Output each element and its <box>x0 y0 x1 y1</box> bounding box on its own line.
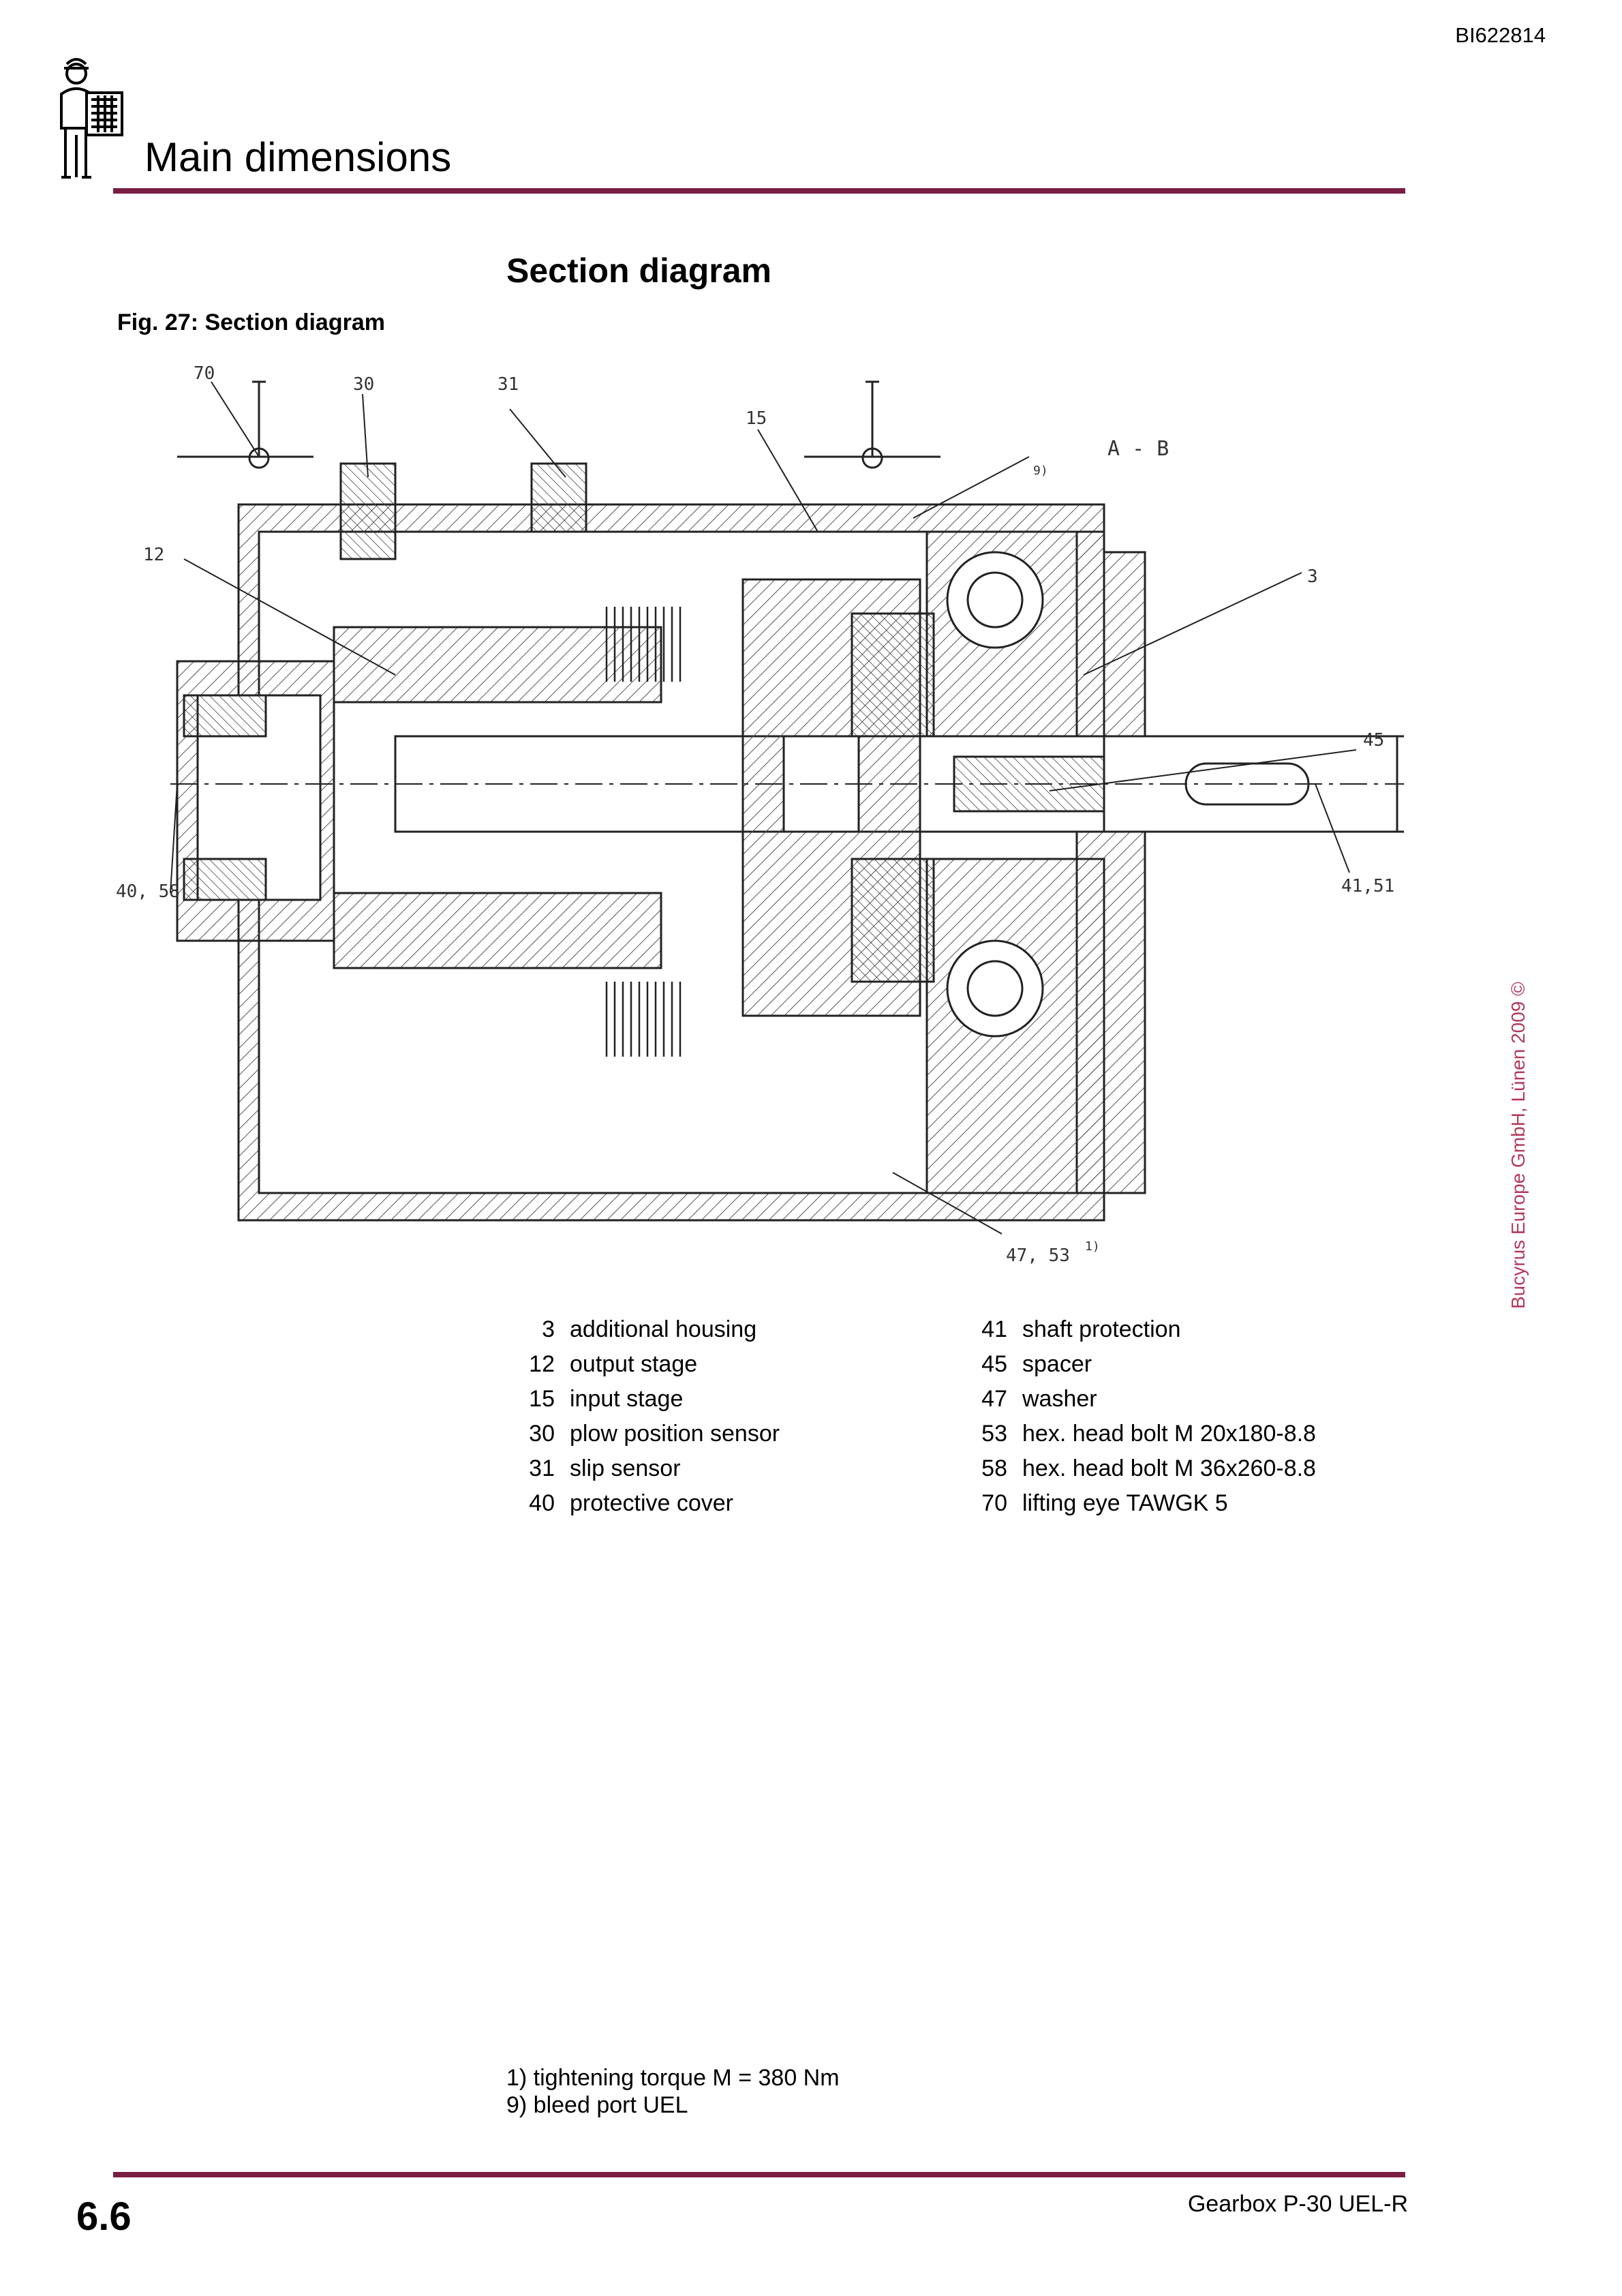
figure-caption: Fig. 27: Section diagram <box>117 309 385 335</box>
footnotes: 1) tightening torque M = 380 Nm 9) bleed… <box>506 2064 840 2119</box>
callout-45: 45 <box>1363 730 1384 751</box>
header-rule <box>113 188 1405 194</box>
callout-footnote-1: 1) <box>1085 1239 1100 1254</box>
document-title: Gearbox P-30 UEL-R <box>1187 2191 1408 2217</box>
footer-rule <box>113 2172 1405 2177</box>
gearbox-section-drawing: 70 30 31 15 9) A - B 12 3 45 41,51 40, 5… <box>116 363 1404 1266</box>
chapter-title: Main dimensions <box>144 134 452 180</box>
callout-30: 30 <box>353 374 374 395</box>
callout-12: 12 <box>143 545 164 565</box>
callout-41-51: 41,51 <box>1341 876 1394 896</box>
callout-70: 70 <box>194 363 215 384</box>
page-number: 6.6 <box>76 2194 132 2239</box>
callout-9: 9) <box>1033 464 1048 478</box>
callout-47-53: 47, 53 <box>1006 1245 1070 1266</box>
callout-15: 15 <box>746 408 767 429</box>
callout-40-58: 40, 58 <box>116 881 180 902</box>
footnote: 1) tightening torque M = 380 Nm <box>506 2065 840 2091</box>
section-title: Section diagram <box>506 252 771 290</box>
callout-3: 3 <box>1307 567 1318 587</box>
callout-31: 31 <box>498 374 519 395</box>
reader-figure-icon <box>60 58 123 179</box>
copyright-notice: Bucyrus Europe GmbH, Lünen 2009 © <box>1508 982 1529 1309</box>
view-label-a-b: A - B <box>1107 437 1169 461</box>
document-id: BI622814 <box>1455 23 1546 47</box>
footnote: 9) bleed port UEL <box>506 2092 688 2118</box>
